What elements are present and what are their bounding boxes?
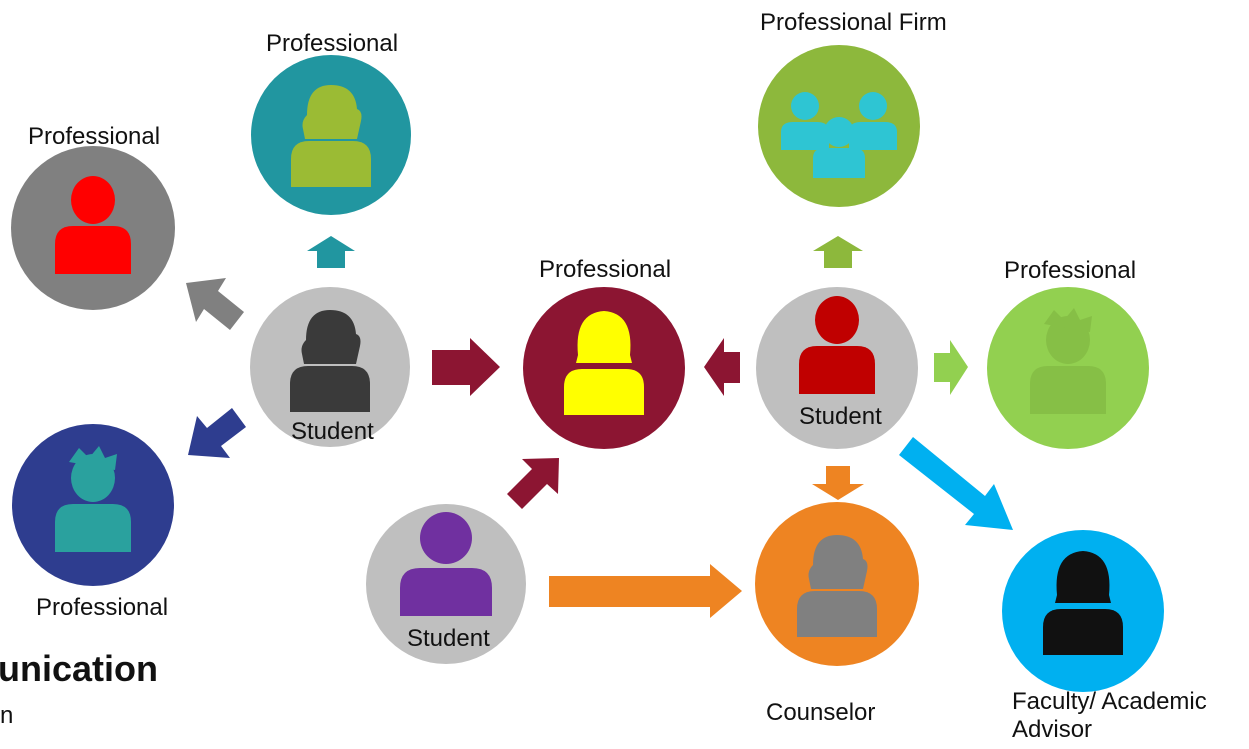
partial-heading: unication [0,648,158,689]
arrow-up-teal [307,236,355,268]
label-professional-center: Professional [539,256,672,283]
label-faculty-line2: Advisor [1012,716,1093,743]
arrow-left-maroon [704,338,740,396]
label-professional-firm: Professional Firm [760,9,947,36]
label-student-right: Student [799,403,882,430]
label-counselor: Counselor [766,699,876,726]
arrow-downleft-navy [188,408,246,458]
label-professional-bottomleft: Professional [36,594,169,621]
partial-subline: n [0,702,14,729]
arrow-downright-sky [899,437,1013,530]
label-faculty-line1: Faculty/ Academic [1012,688,1207,715]
arrow-upleft-gray [186,278,244,330]
label-professional-right: Professional [1004,257,1137,284]
label-student-left: Student [291,418,374,445]
label-student-bottom: Student [407,625,490,652]
arrow-right-orange [549,564,742,618]
arrow-right-maroon [432,338,500,396]
label-professional-topcenter: Professional [266,30,399,57]
arrow-down-orange [812,466,864,500]
professional-maroon-circle [523,287,685,449]
label-professional-topleft: Professional [28,123,161,150]
arrow-upright-maroon [507,458,559,509]
arrow-up-green [813,236,863,268]
arrow-right-lime [934,340,968,395]
